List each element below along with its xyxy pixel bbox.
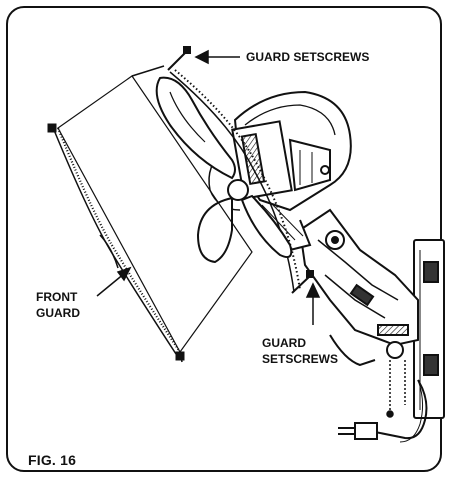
power-cord-plug [338, 379, 428, 443]
pull-chain [386, 360, 406, 418]
guard-setscrew-top [167, 46, 191, 71]
wall-mount-bracket [413, 239, 445, 419]
front-guard [47, 65, 253, 363]
front-guard-label-line1: FRONT [36, 290, 78, 304]
mounting-arm [298, 208, 419, 367]
guard-setscrews-bottom-label-line1: GUARD [262, 336, 306, 350]
figure-caption: FIG. 16 [28, 452, 77, 468]
motor-housing [231, 90, 352, 252]
guard-setscrews-bottom-label-line2: SETSCREWS [262, 352, 339, 366]
callout-leaders [96, 49, 321, 325]
fan-blade [155, 76, 293, 264]
front-guard-label-line2: GUARD [36, 306, 80, 320]
guard-setscrew-bottom [291, 270, 314, 294]
guard-setscrews-top-label: GUARD SETSCREWS [246, 50, 370, 64]
